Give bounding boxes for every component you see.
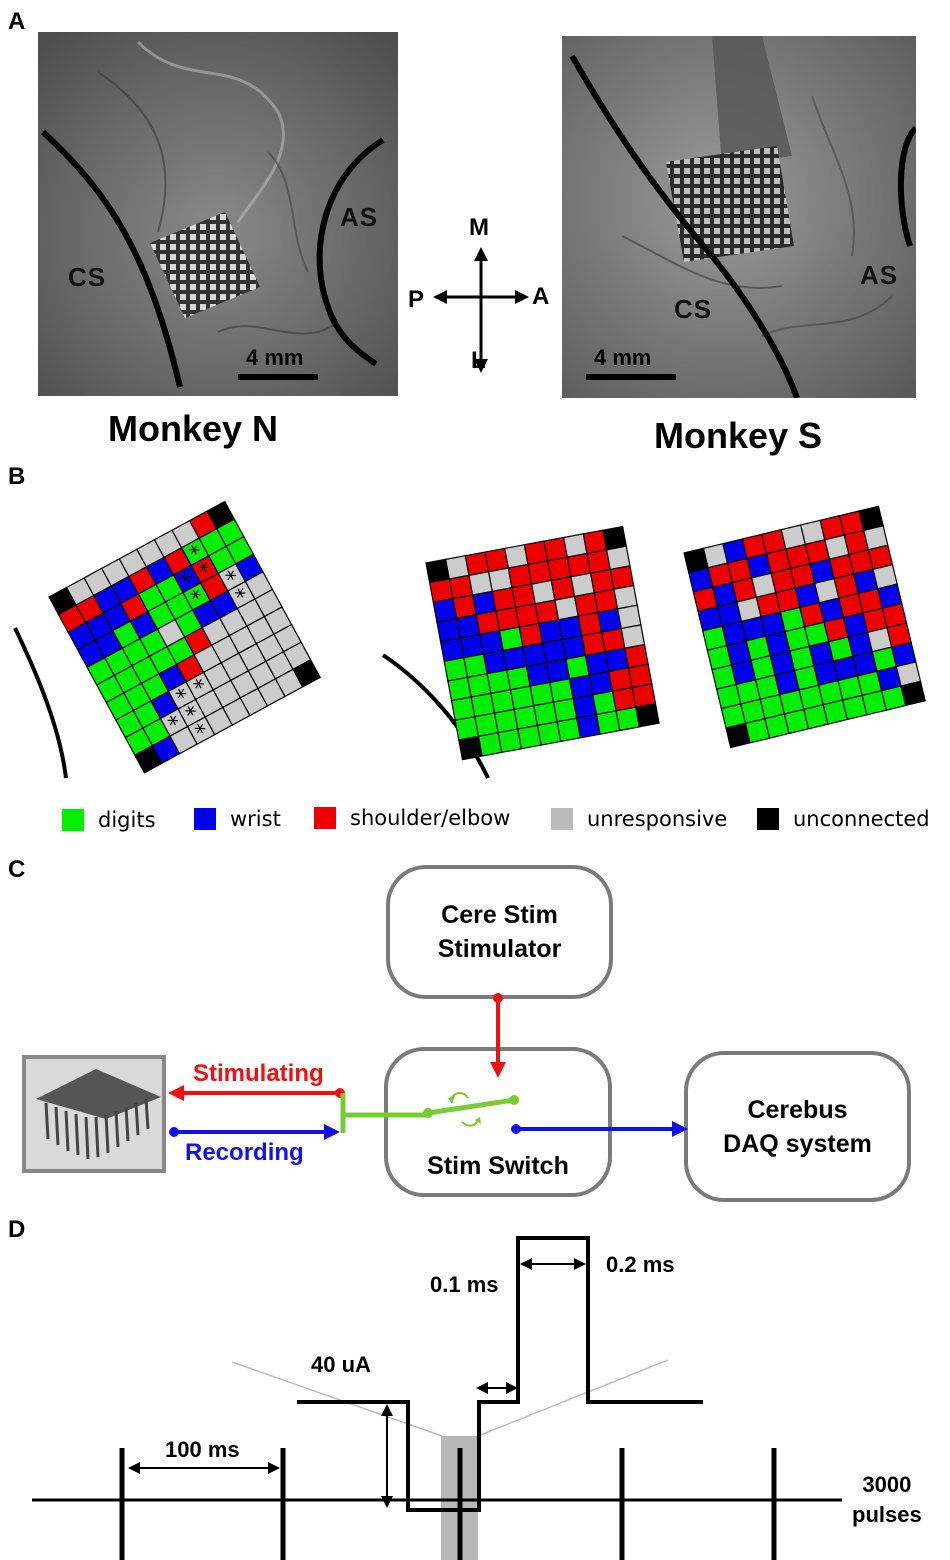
legend-label-unresponsive: unresponsive	[587, 807, 728, 831]
cs-label-s: CS	[674, 294, 713, 324]
stimswitch-label: Stim Switch	[427, 1152, 569, 1180]
electrode-cell	[292, 658, 322, 688]
electrode-maps: ***********	[13, 500, 926, 779]
system-diagram-wires	[168, 993, 688, 1140]
legend-swatch-unconnected	[757, 808, 779, 830]
cs-line-map-n	[13, 627, 68, 779]
as-sulcus-n	[316, 137, 385, 367]
pulse-train	[119, 1448, 777, 1560]
pulse-count-unit: pulses	[852, 1502, 922, 1527]
cerestim-line2: Stimulator	[437, 935, 562, 963]
monkey-s-photo: CS AS 4 mm	[562, 36, 916, 398]
legend-label-digits: digits	[98, 808, 156, 832]
legend-swatch-digits	[62, 809, 84, 831]
legend-swatch-shoulder-elbow	[314, 807, 336, 829]
compass-label-a: A	[532, 283, 550, 310]
pulse-count-number: 3000	[862, 1472, 912, 1497]
monkey-s-title: Monkey S	[654, 415, 823, 456]
legend-label-shoulder-elbow: shoulder/elbow	[350, 806, 511, 830]
cerebus-line2: DAQ system	[723, 1129, 872, 1158]
panel-letter-c: C	[8, 856, 26, 883]
electrode-cell	[635, 702, 660, 728]
orientation-compass	[433, 247, 529, 373]
stimswitch-box: Stim Switch	[384, 1047, 612, 1197]
phase-width-label: 0.2 ms	[606, 1252, 675, 1277]
legend-unconnected: unconnected	[757, 807, 930, 831]
compass-label-p: P	[408, 286, 425, 313]
electrode-map-monkey-s-1	[425, 525, 660, 761]
electrode-cell	[900, 680, 926, 707]
cs-sulcus-n	[40, 129, 183, 388]
stimulation-waveform	[32, 1236, 842, 1560]
panel-letter-b: B	[8, 463, 26, 490]
legend-unresponsive: unresponsive	[551, 807, 727, 831]
cs-line-map-s	[381, 653, 490, 779]
cs-label-n: CS	[68, 262, 107, 292]
as-sulcus-s	[897, 125, 916, 247]
phase-gap-label: 0.1 ms	[430, 1272, 499, 1297]
utah-array-illustration	[26, 1059, 162, 1169]
electrode-map-monkey-s-2	[683, 505, 926, 749]
legend-wrist: wrist	[194, 807, 281, 831]
legend-label-wrist: wrist	[230, 807, 281, 831]
cs-sulcus-s	[569, 54, 800, 398]
as-label-s: AS	[860, 260, 899, 290]
recording-label: Recording	[185, 1139, 304, 1166]
cerebus-daq-box: Cerebus DAQ system	[684, 1051, 911, 1202]
interval-label: 100 ms	[165, 1437, 240, 1462]
implanted-array-n	[150, 212, 260, 318]
stimulating-label: Stimulating	[193, 1060, 324, 1087]
legend-swatch-wrist	[194, 808, 216, 830]
scale-label-n: 4 mm	[246, 345, 304, 370]
scale-bar-s	[586, 374, 676, 380]
compass-label-m: M	[469, 214, 489, 241]
biphasic-pulse	[297, 1236, 703, 1512]
monkey-s-cortex-illustration	[562, 36, 916, 398]
scale-bar-n	[238, 374, 318, 380]
electrode-map-monkey-n: ***********	[48, 500, 322, 774]
cerebus-line1: Cerebus	[747, 1095, 848, 1124]
amplitude-label: 40 uA	[311, 1352, 371, 1377]
panel-letter-d: D	[8, 1216, 26, 1243]
compass-label-l: L	[471, 347, 486, 374]
monkey-n-photo: CS AS 4 mm	[38, 32, 398, 396]
monkey-n-cortex-illustration	[38, 32, 398, 396]
monkey-n-title: Monkey N	[108, 408, 279, 449]
as-label-n: AS	[340, 202, 379, 232]
legend-label-unconnected: unconnected	[793, 807, 930, 831]
panel-letter-a: A	[8, 8, 26, 35]
utah-array-photo	[22, 1055, 166, 1173]
pulse-count-label: 3000 pulses	[852, 1470, 922, 1530]
legend-digits: digits	[62, 808, 156, 832]
scale-label-s: 4 mm	[594, 345, 652, 370]
implanted-array-s	[666, 146, 794, 262]
legend-swatch-unresponsive	[551, 808, 573, 830]
legend-shoulder-elbow: shoulder/elbow	[314, 806, 510, 830]
cerestim-line1: Cere Stim	[441, 901, 558, 929]
